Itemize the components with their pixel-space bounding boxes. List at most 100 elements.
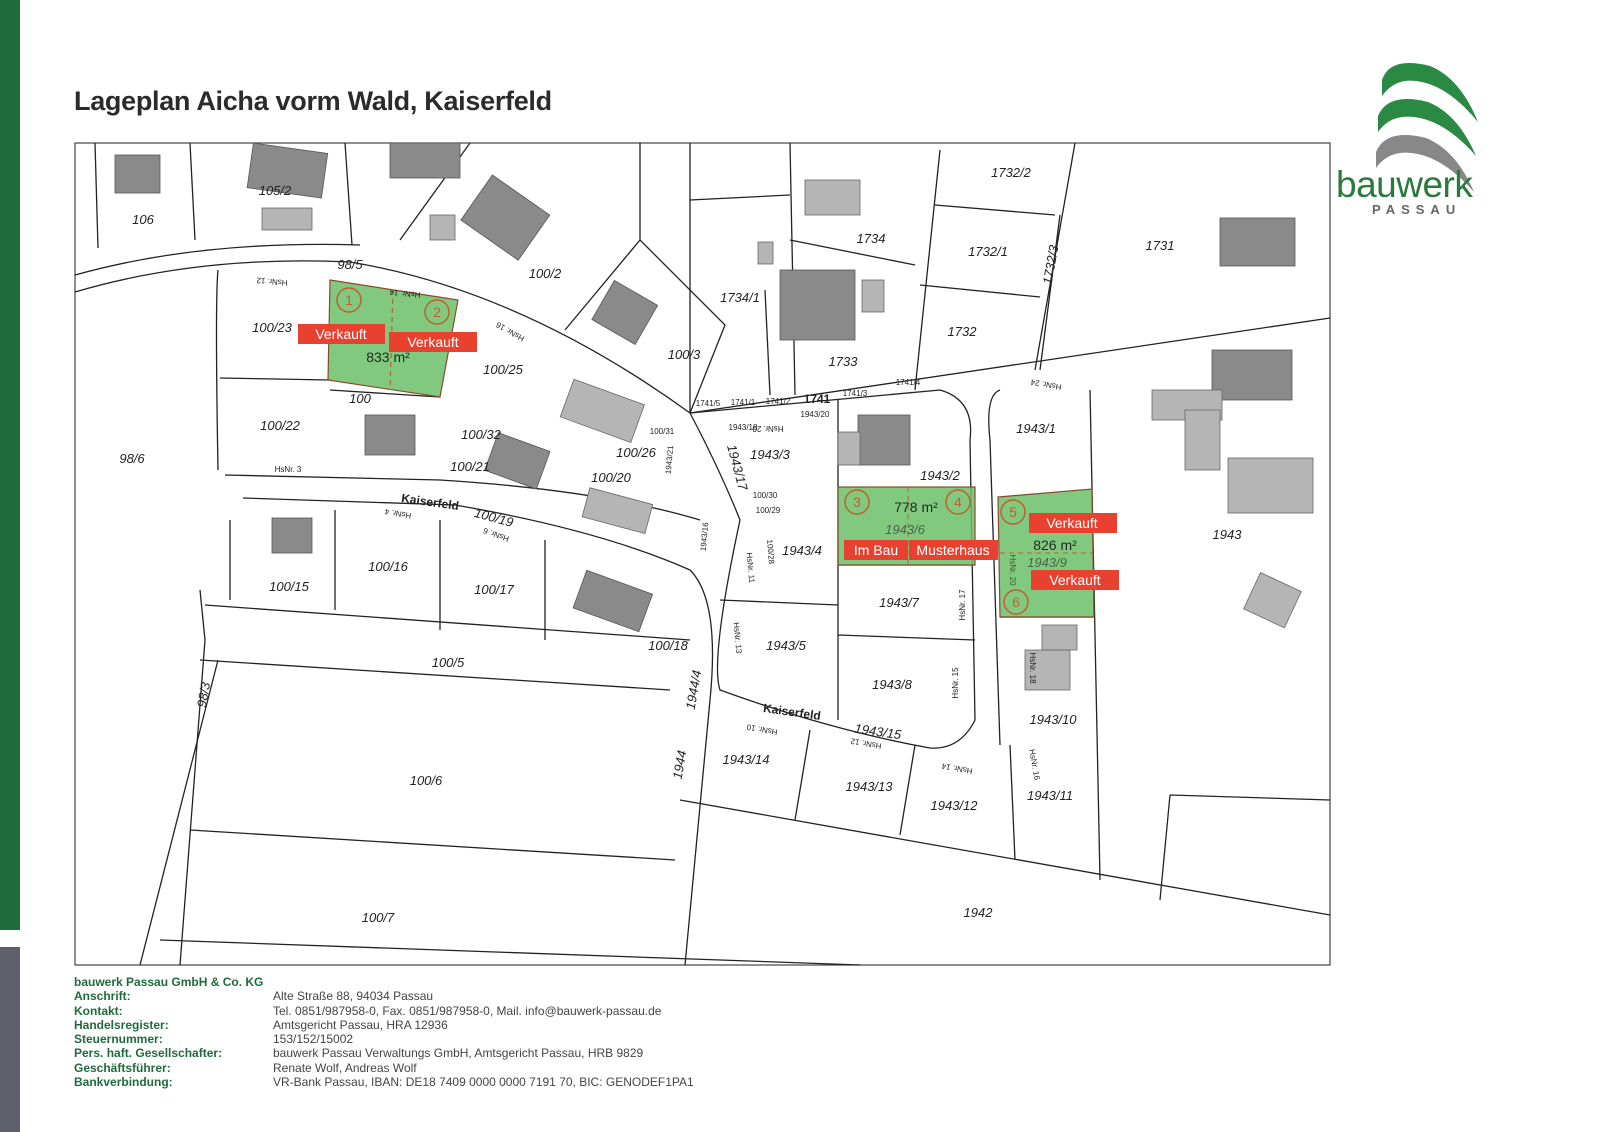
parcel-label: 100/22 [260, 418, 301, 433]
house-number: HsNr. 20 [1008, 554, 1017, 586]
parcel-label: 1732/2 [991, 165, 1032, 180]
parcel-label: 1741 [804, 392, 831, 406]
brand-sidebar-green [0, 0, 20, 930]
parcel-label: 100/17 [474, 582, 515, 597]
lot-number: 3 [853, 494, 861, 510]
parcel-label: 1943/12 [931, 798, 979, 813]
parcel-label: 1734 [857, 231, 886, 246]
parcel-label: 1741/5 [696, 399, 721, 408]
footer-row: Bankverbindung:VR-Bank Passau, IBAN: DE1… [74, 1075, 694, 1090]
status-badge-label: Im Bau [854, 542, 898, 558]
parcel-label: 1943/16 [699, 521, 711, 551]
parcel-label: 1943/5 [766, 638, 807, 653]
parcel-label: 1733 [829, 354, 859, 369]
footer-row: Geschäftsführer:Renate Wolf, Andreas Wol… [74, 1060, 417, 1075]
parcel-label: 100/26 [616, 445, 657, 460]
house-number: HsNr. 20 [752, 424, 784, 433]
company-footer: bauwerk Passau GmbH & Co. KG Anschrift:A… [74, 975, 694, 1089]
lot-number: 2 [433, 304, 441, 320]
footer-row: Handelsregister:Amtsgericht Passau, HRA … [74, 1017, 448, 1032]
parcel-label: 1943/20 [801, 410, 830, 419]
parcel-label: 1943/21 [664, 444, 676, 474]
footer-row: Pers. haft. Gesellschafter:bauwerk Passa… [74, 1046, 644, 1061]
parcel-label: 100/28 [765, 539, 776, 565]
status-badge [1031, 570, 1119, 590]
parcel-label: 98/3 [194, 680, 213, 708]
status-badge-label: Verkauft [407, 334, 458, 350]
house-number: HsNr. 13 [732, 622, 744, 654]
parcel-label: 100/20 [591, 470, 632, 485]
parcel-label: 1944/4 [683, 669, 705, 711]
parcel-label: 98/5 [337, 257, 363, 272]
parcel-label: 1943/15 [854, 721, 903, 743]
parcel-label: 98/6 [119, 451, 145, 466]
parcel-label: 1943/3 [750, 447, 791, 462]
parcel-label: 106 [132, 212, 154, 227]
lot-3-4[interactable]: 3 4 778 m² Im Bau Musterhaus [837, 486, 998, 566]
parcel-label: 1741/2 [766, 397, 791, 406]
lot-area: 833 m² [366, 349, 410, 365]
parcel-label: 100/21 [450, 459, 490, 474]
house-number: HsNr. 3 [275, 465, 302, 474]
parcel-label: 1943/11 [1027, 788, 1073, 803]
parcel-label: 100/16 [368, 559, 409, 574]
lot-number: 1 [345, 292, 353, 308]
lot-number: 5 [1009, 504, 1017, 520]
status-badge [1029, 513, 1117, 533]
status-badge [844, 540, 908, 560]
buildings [114, 142, 1314, 691]
parcel-label: 100/15 [269, 579, 310, 594]
parcel-label: 1732 [948, 324, 978, 339]
parcel-label: 1943/1 [1016, 421, 1056, 436]
status-badge-label: Verkauft [315, 326, 366, 342]
parcel-label: 100/25 [483, 362, 524, 377]
parcel-label: 100/32 [461, 427, 502, 442]
lot-1-2[interactable]: 1 2 833 m² Verkauft Verkauft [298, 279, 477, 398]
status-badge-label: Musterhaus [916, 542, 989, 558]
status-badge [909, 540, 998, 560]
logo-subtitle: PASSAU [1372, 202, 1462, 217]
lot-number: 6 [1012, 594, 1020, 610]
company-name: bauwerk Passau GmbH & Co. KG [74, 975, 264, 989]
parcel-label: 100 [349, 391, 371, 406]
parcel-label: 1943/4 [782, 543, 822, 558]
parcel-label: 100/7 [362, 910, 395, 925]
house-number: HsNr. 18 [1028, 652, 1037, 684]
house-number: HsNr. 12 [256, 276, 288, 288]
house-number: HsNr. 14 [389, 288, 421, 300]
parcel-label: 1943/2 [920, 468, 961, 483]
parcel-label: 1943/13 [846, 779, 894, 794]
status-badge [298, 324, 385, 344]
lot-5-6[interactable]: 5 6 826 m² Verkauft Verkauft [997, 488, 1119, 618]
parcel-label: 105/2 [259, 183, 292, 198]
footer-row: Steuernummer:153/152/15002 [74, 1032, 354, 1047]
parcel-label: 1943/9 [1027, 555, 1067, 570]
parcel-label: 100/3 [668, 347, 701, 362]
parcel-label: 1741/4 [896, 378, 921, 387]
parcel-label: 1943/7 [879, 595, 920, 610]
parcel-label: 1944 [670, 749, 690, 780]
parcel-label: 100/29 [756, 506, 781, 515]
parcel-label: 100/5 [432, 655, 465, 670]
parcel-label: 1741/3 [843, 389, 868, 398]
parcel-label: 1741/1 [731, 398, 756, 407]
lot-number: 4 [954, 494, 962, 510]
parcel-label: 1943/10 [1030, 712, 1078, 727]
parcel-label: 1943 [1213, 527, 1243, 542]
page-title: Lageplan Aicha vorm Wald, Kaiserfeld [74, 86, 552, 116]
parcel-label: 1943/6 [885, 522, 926, 537]
house-number: HsNr. 17 [958, 589, 967, 621]
status-badge-label: Verkauft [1049, 572, 1100, 588]
parcel-label: 100/31 [650, 427, 675, 436]
parcel-label: 1943/8 [872, 677, 913, 692]
house-number: HsNr. 11 [745, 552, 757, 584]
parcel-label: 1942 [964, 905, 994, 920]
lot-area: 826 m² [1033, 537, 1077, 553]
status-badge [389, 332, 477, 352]
parcel-label: 100/2 [529, 266, 562, 281]
parcel-label: 1732/3 [1040, 243, 1062, 286]
footer-row: Kontakt:Tel. 0851/987958-0, Fax. 0851/98… [74, 1003, 662, 1018]
logo-swoosh-icon [1376, 63, 1478, 192]
parcel-label: 1734/1 [720, 290, 760, 305]
parcel-label: 1731 [1146, 238, 1175, 253]
